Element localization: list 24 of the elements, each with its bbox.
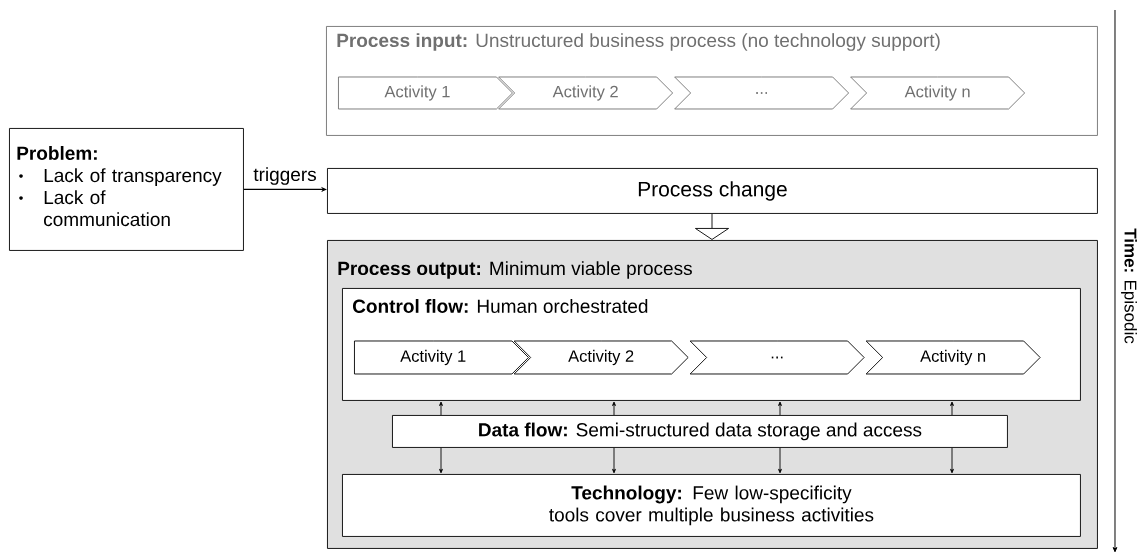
problem-box: Problem: Lack of transparency Lack of communication — [9, 128, 244, 251]
activity-step: Activity n — [850, 76, 1026, 110]
activity-step: ... — [689, 340, 865, 375]
activity-step: Activity 2 — [498, 76, 674, 110]
arrow — [439, 447, 443, 474]
block-arrow — [694, 213, 730, 240]
axis-label: Time: Episodic — [1121, 228, 1137, 344]
arrow — [612, 401, 616, 416]
arrow — [778, 447, 782, 474]
process-box: Process change — [327, 168, 1098, 214]
technology-box: Technology: Few low-specificity tools cover multiple business activities — [342, 474, 1081, 537]
activity-step: ... — [674, 76, 850, 110]
activity-step: Activity 2 — [513, 340, 689, 375]
activity-step: Activity 1 — [338, 76, 513, 110]
process-box: Data flow: Semi-structured data storage and access — [392, 415, 1008, 448]
arrow — [950, 401, 954, 416]
arrow — [778, 401, 782, 416]
activity-step: Activity n — [865, 340, 1041, 375]
arrow — [243, 186, 327, 192]
edge-label: triggers — [252, 166, 318, 186]
arrow — [612, 447, 616, 474]
activity-step: Activity 1 — [354, 340, 529, 375]
arrow — [439, 401, 443, 416]
arrow — [950, 447, 954, 474]
